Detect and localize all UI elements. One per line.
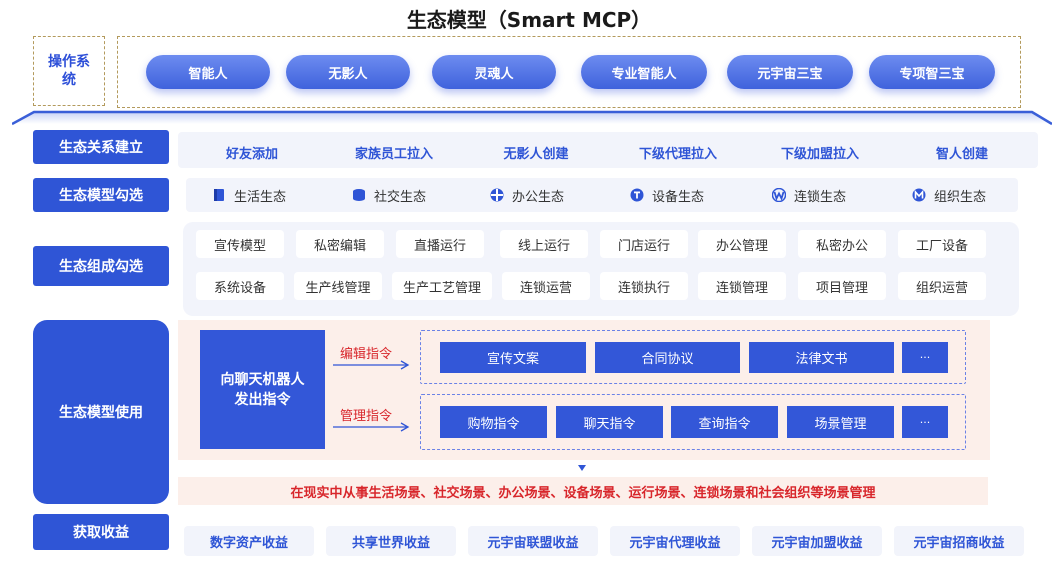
composition-item[interactable]: 系统设备	[196, 272, 284, 300]
model-select-panel	[186, 178, 1018, 212]
composition-item[interactable]: 生产线管理	[294, 272, 382, 300]
model-select-item[interactable]: 社交生态	[352, 185, 426, 205]
chatbot-box[interactable]: 向聊天机器人发出指令	[200, 330, 325, 449]
os-pill[interactable]: 智能人	[146, 55, 270, 89]
os-pill[interactable]: 专项智三宝	[869, 55, 995, 89]
composition-item[interactable]: 办公管理	[698, 230, 786, 258]
income-item[interactable]: 元宇宙招商收益	[894, 526, 1024, 556]
os-pill[interactable]: 无影人	[286, 55, 410, 89]
model-select-item-label: 连锁生态	[794, 189, 847, 205]
composition-item[interactable]: 直播运行	[396, 230, 484, 258]
composition-item[interactable]: 宣传模型	[196, 230, 284, 258]
edit-instruction-item[interactable]: 宣传文案	[440, 342, 586, 373]
relation-item[interactable]: 下级加盟拉入	[756, 138, 884, 166]
manage-instruction-group	[420, 394, 966, 450]
relation-item[interactable]: 智人创建	[898, 138, 1026, 166]
edit-instruction-item[interactable]: 法律文书	[749, 342, 894, 373]
manage-instruction-item[interactable]: 场景管理	[787, 406, 894, 438]
edit-instruction-item[interactable]: 合同协议	[595, 342, 740, 373]
os-pill[interactable]: 专业智能人	[581, 55, 707, 89]
manage-instruction-item[interactable]: 聊天指令	[556, 406, 663, 438]
arrow-right-icon	[333, 422, 410, 432]
t-circle-icon	[630, 188, 644, 202]
income-item[interactable]: 共享世界收益	[326, 526, 456, 556]
edit-instruction-group	[420, 330, 966, 384]
m-circle-icon	[912, 188, 926, 202]
model-select-item[interactable]: 生活生态	[212, 185, 286, 205]
relation-item[interactable]: 好友添加	[188, 138, 316, 166]
income-item[interactable]: 元宇宙加盟收益	[752, 526, 882, 556]
composition-item[interactable]: 组织运营	[898, 272, 986, 300]
manage-instruction-label: 管理指令	[340, 409, 393, 424]
model-select-item[interactable]: 办公生态	[490, 185, 564, 205]
composition-item[interactable]: 私密办公	[798, 230, 886, 258]
w-icon	[772, 188, 786, 202]
os-container	[117, 36, 1021, 108]
income-label: 获取收益	[33, 514, 169, 550]
model-select-item-label: 设备生态	[652, 189, 705, 205]
os-pill[interactable]: 元宇宙三宝	[727, 55, 853, 89]
composition-item[interactable]: 门店运行	[600, 230, 688, 258]
platform-line	[12, 110, 1052, 126]
composition-item[interactable]: 生产工艺管理	[392, 272, 492, 300]
relation-item[interactable]: 下级代理拉入	[614, 138, 742, 166]
more-button[interactable]: ···	[902, 342, 948, 373]
model-select-label: 生态模型勾选	[33, 178, 169, 212]
composition-item[interactable]: 私密编辑	[296, 230, 384, 258]
relation-panel	[178, 132, 1038, 168]
box-icon	[214, 189, 224, 201]
composition-item[interactable]: 连锁管理	[698, 272, 786, 300]
arrow-right-icon	[333, 360, 410, 370]
model-select-item[interactable]: 设备生态	[630, 185, 704, 205]
database-icon	[353, 189, 365, 201]
composition-item[interactable]: 项目管理	[798, 272, 886, 300]
composition-item[interactable]: 工厂设备	[898, 230, 986, 258]
usage-footer-text: 在现实中从事生活场景、社交场景、办公场景、设备场景、运行场景、连锁场景和社会组织…	[178, 477, 988, 505]
model-select-item[interactable]: 连锁生态	[772, 185, 846, 205]
page-title: 生态模型（Smart MCP）	[406, 8, 652, 32]
model-select-item-label: 办公生态	[512, 189, 565, 205]
composition-label: 生态组成勾选	[33, 246, 169, 286]
model-select-item-label: 组织生态	[934, 189, 987, 205]
edit-instruction-label: 编辑指令	[340, 347, 393, 362]
os-pill[interactable]: 灵魂人	[432, 55, 556, 89]
composition-item[interactable]: 连锁执行	[600, 272, 688, 300]
manage-instruction-item[interactable]: 查询指令	[671, 406, 778, 438]
usage-label: 生态模型使用	[33, 320, 169, 504]
model-select-item[interactable]: 组织生态	[912, 185, 986, 205]
relation-item[interactable]: 家族员工拉入	[330, 138, 458, 166]
income-item[interactable]: 元宇宙代理收益	[610, 526, 740, 556]
model-select-item-label: 生活生态	[234, 189, 287, 205]
income-item[interactable]: 元宇宙联盟收益	[468, 526, 598, 556]
composition-item[interactable]: 线上运行	[500, 230, 588, 258]
arrow-down-icon	[578, 465, 586, 471]
income-item[interactable]: 数字资产收益	[184, 526, 314, 556]
relation-label: 生态关系建立	[33, 130, 169, 164]
more-button[interactable]: ···	[902, 406, 948, 438]
relation-item[interactable]: 无影人创建	[472, 138, 600, 166]
cross-circle-icon	[490, 188, 504, 202]
os-label: 操作系统	[33, 36, 105, 106]
model-select-item-label: 社交生态	[374, 189, 427, 205]
composition-item[interactable]: 连锁运营	[502, 272, 590, 300]
manage-instruction-item[interactable]: 购物指令	[440, 406, 547, 438]
